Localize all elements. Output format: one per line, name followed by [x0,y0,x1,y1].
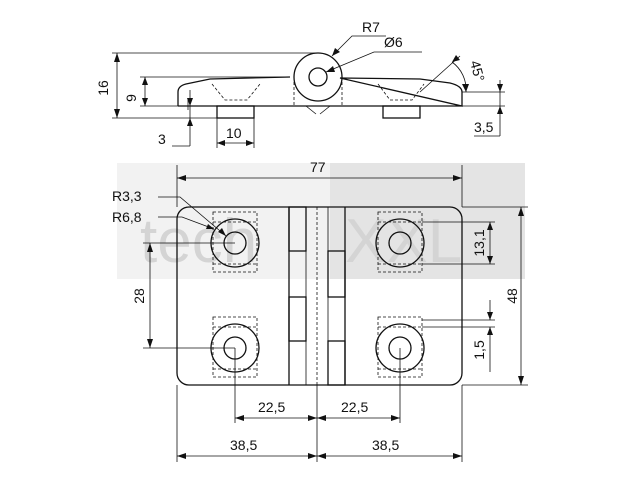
pin-hole [308,67,328,87]
dim-peg-width: 10 [226,125,242,141]
dim-hole-vertical-spacing: 28 [131,288,147,304]
right-peg [382,105,421,119]
top-view: 77 R3,3 R6,8 28 48 13,1 [112,159,528,462]
dim-pin-diameter: Ø6 [384,34,403,50]
dim-pin-radius: R7 [362,19,380,35]
dim-hole-offset-right: 22,5 [341,399,368,415]
watermark-text-tech: tech [140,207,257,276]
side-body-outline [177,76,463,107]
knuckle-segment-4 [327,340,346,386]
dim-overall-height: 48 [504,288,520,304]
watermark-text-xxl: XXL [345,207,462,276]
knuckle-segment-3 [288,296,307,342]
dim-height-body: 9 [123,94,139,102]
dim-corner-radius-large: R6,8 [112,209,142,225]
dim-slot-height: 13,1 [471,229,487,256]
dim-chamfer-angle: 45° [467,59,488,84]
dim-corner-radius-small: R3,3 [112,188,142,204]
watermark: tech XXL [117,163,525,279]
left-peg [216,105,255,119]
pin-knuckle [293,52,343,102]
dim-edge-offset: 3,5 [474,119,494,135]
dim-slot-gap: 1,5 [471,340,487,360]
dim-half-width-left: 38,5 [230,437,257,453]
dim-height-total: 16 [95,80,111,96]
dim-half-width-right: 38,5 [372,437,399,453]
dim-hole-offset-left: 22,5 [258,399,285,415]
hole-top-right [375,211,425,273]
side-view: 16 9 3 10 R7 Ø6 45° [95,19,505,148]
dim-peg-height: 3 [158,131,166,147]
hinge-plate [176,206,463,386]
dim-overall-width: 77 [310,159,326,175]
